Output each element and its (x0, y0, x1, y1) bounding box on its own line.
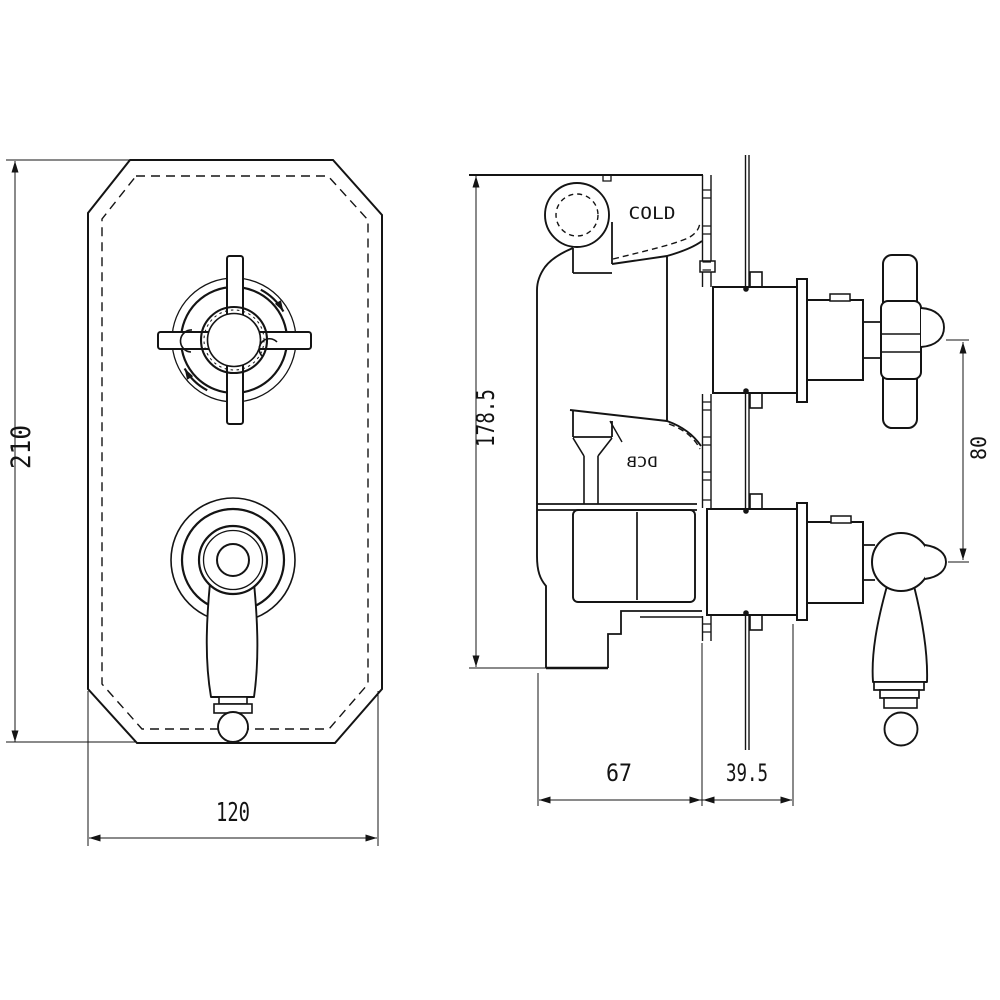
cold-port-label: COLD (629, 204, 676, 224)
front-plate-outline (87, 159, 383, 744)
dimension-spacing-80: 80 (946, 339, 991, 563)
casting-mark: DCB (626, 455, 657, 471)
front-width-label: 120 (216, 798, 250, 828)
front-height-label: 210 (6, 425, 37, 469)
lower-cartridge-assembly (706, 493, 947, 747)
body-depth-label: 67 (606, 759, 632, 787)
side-view: COLD DCB (469, 155, 991, 806)
cold-port-circle (544, 182, 610, 248)
dimension-width-120: 120 (87, 691, 379, 846)
valve-body: COLD DCB (469, 174, 703, 670)
front-view: 210 120 (6, 159, 383, 846)
lever-handle-side (871, 585, 929, 683)
side-height-label: 178.5 (471, 389, 500, 447)
indicator-arrow-icon (274, 300, 284, 312)
wall-plate-line (744, 155, 750, 750)
thermostat-cross-handle (157, 255, 312, 425)
dimension-depths-67-39-5: 67 39.5 (537, 624, 794, 806)
handle-spacing-label: 80 (967, 436, 991, 460)
dimension-height-178-5: 178.5 (469, 174, 546, 669)
mounting-strip (699, 175, 716, 641)
indicator-arrow-icon (184, 368, 194, 380)
flow-lever-handle (170, 497, 296, 743)
trim-depth-label: 39.5 (726, 759, 768, 787)
front-plate-hidden-outline (101, 175, 369, 730)
dimension-height-210: 210 (6, 159, 137, 743)
wall-junction-dots (743, 286, 749, 616)
upper-cartridge-assembly (712, 254, 945, 429)
